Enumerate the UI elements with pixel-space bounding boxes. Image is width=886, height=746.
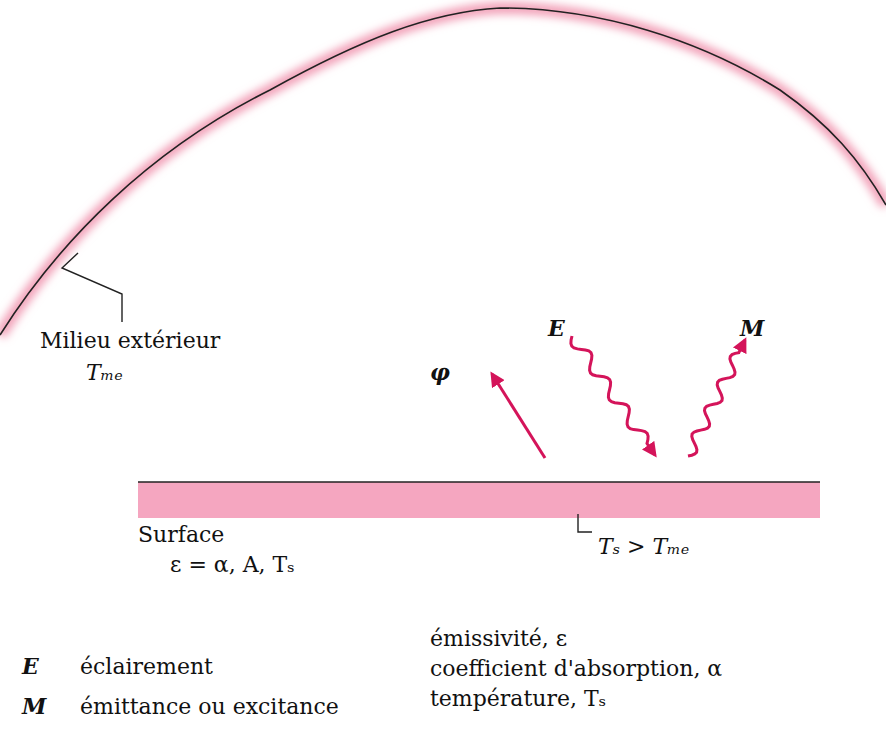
symbol-label: Tₘₑ	[86, 360, 123, 385]
irradiance-arrow	[571, 336, 655, 455]
region-label: Milieu extérieur	[40, 328, 220, 353]
legend-text: éclairement	[80, 654, 213, 679]
property-label: Tₛ > Tₘₑ	[598, 534, 689, 559]
flux-arrow	[492, 374, 545, 458]
note-text: émissivité, ε	[430, 626, 567, 651]
legend-symbol: M	[22, 694, 46, 719]
part-label: Surface	[138, 522, 224, 547]
note-text: température, Tₛ	[430, 686, 606, 711]
symbol-label: φ	[430, 360, 450, 385]
sky-glow	[0, 8, 886, 335]
legend-text: émittance ou excitance	[80, 694, 339, 719]
leader-line	[578, 514, 592, 532]
note-text: coefficient d'absorption, α	[430, 656, 722, 681]
surface-edge	[138, 481, 820, 483]
legend-symbol: E	[22, 654, 39, 679]
sky-dome	[0, 8, 886, 335]
surface-band	[138, 482, 820, 518]
property-label: ε = α, A, Tₛ	[170, 552, 295, 577]
leader-line	[62, 253, 122, 322]
symbol-label: E	[548, 316, 565, 341]
emittance-arrow	[688, 340, 745, 456]
symbol-label: M	[740, 316, 764, 341]
